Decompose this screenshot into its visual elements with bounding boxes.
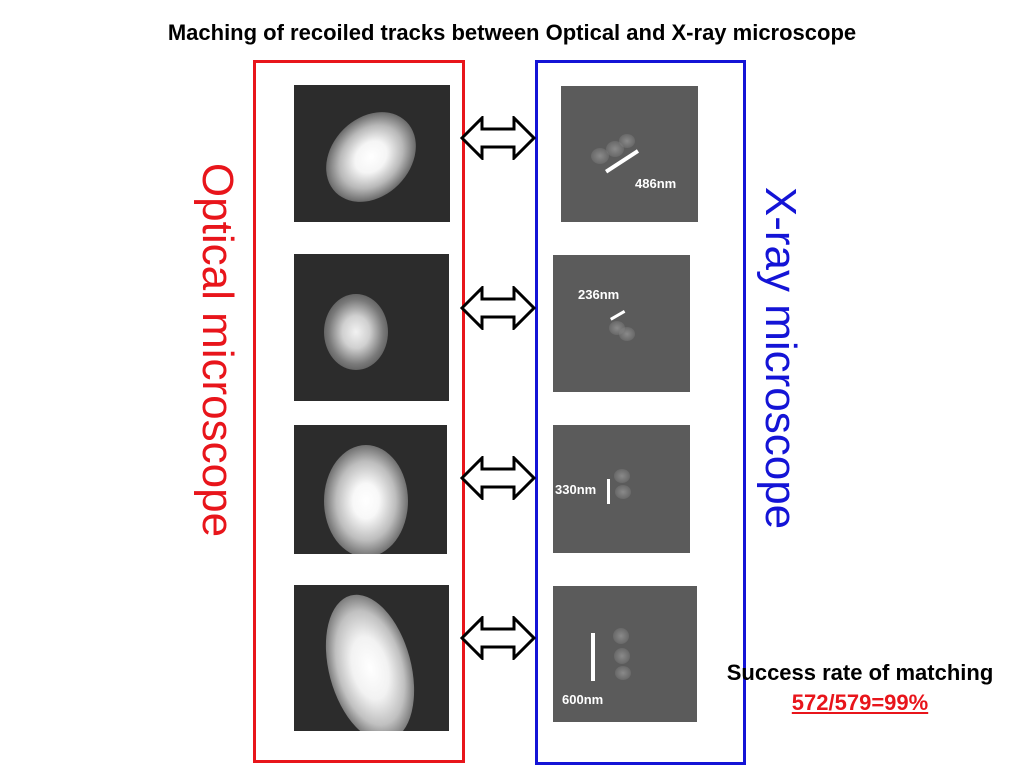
- xray-track-dot: [615, 666, 631, 680]
- scale-bar: [591, 633, 595, 681]
- xray-track-dot: [613, 628, 629, 644]
- scale-bar: [610, 310, 626, 321]
- optical-spot-2: [324, 294, 388, 370]
- optical-spot-3: [324, 445, 408, 554]
- optical-spot-1: [308, 94, 434, 220]
- scale-label-3: 330nm: [555, 482, 597, 497]
- double-arrow-icon: [460, 456, 536, 500]
- xray-panel-frame: [535, 60, 746, 765]
- xray-track-dot: [619, 134, 635, 148]
- xray-track-dot: [591, 148, 609, 164]
- xray-image-3: 330nm: [553, 425, 690, 553]
- xray-image-4: 600nm: [553, 586, 697, 722]
- optical-image-1: [294, 85, 450, 222]
- success-rate-block: Success rate of matching 572/579=99%: [710, 660, 1010, 716]
- xray-microscope-label: X-ray microscope: [756, 186, 805, 530]
- xray-track-dot: [619, 327, 635, 341]
- double-arrow-icon: [460, 116, 536, 160]
- optical-panel-frame: [253, 60, 465, 763]
- optical-spot-4: [310, 585, 430, 731]
- optical-image-3: [294, 425, 447, 554]
- double-arrow-icon: [460, 286, 536, 330]
- xray-track-dot: [614, 469, 630, 483]
- xray-track-dot: [614, 648, 630, 664]
- scale-label-1: 486nm: [635, 176, 677, 191]
- success-value: 572/579=99%: [791, 690, 929, 715]
- optical-microscope-label: Optical microscope: [193, 162, 242, 538]
- optical-image-4: [294, 585, 449, 731]
- page-title: Maching of recoiled tracks between Optic…: [167, 20, 857, 45]
- scale-bar: [607, 479, 610, 504]
- success-heading: Success rate of matching: [726, 660, 994, 685]
- scale-label-4: 600nm: [562, 692, 604, 707]
- xray-image-1: 486nm: [561, 86, 698, 222]
- optical-image-2: [294, 254, 449, 401]
- xray-image-2: 236nm: [553, 255, 690, 392]
- xray-track-dot: [615, 485, 631, 499]
- scale-label-2: 236nm: [578, 287, 620, 302]
- double-arrow-icon: [460, 616, 536, 660]
